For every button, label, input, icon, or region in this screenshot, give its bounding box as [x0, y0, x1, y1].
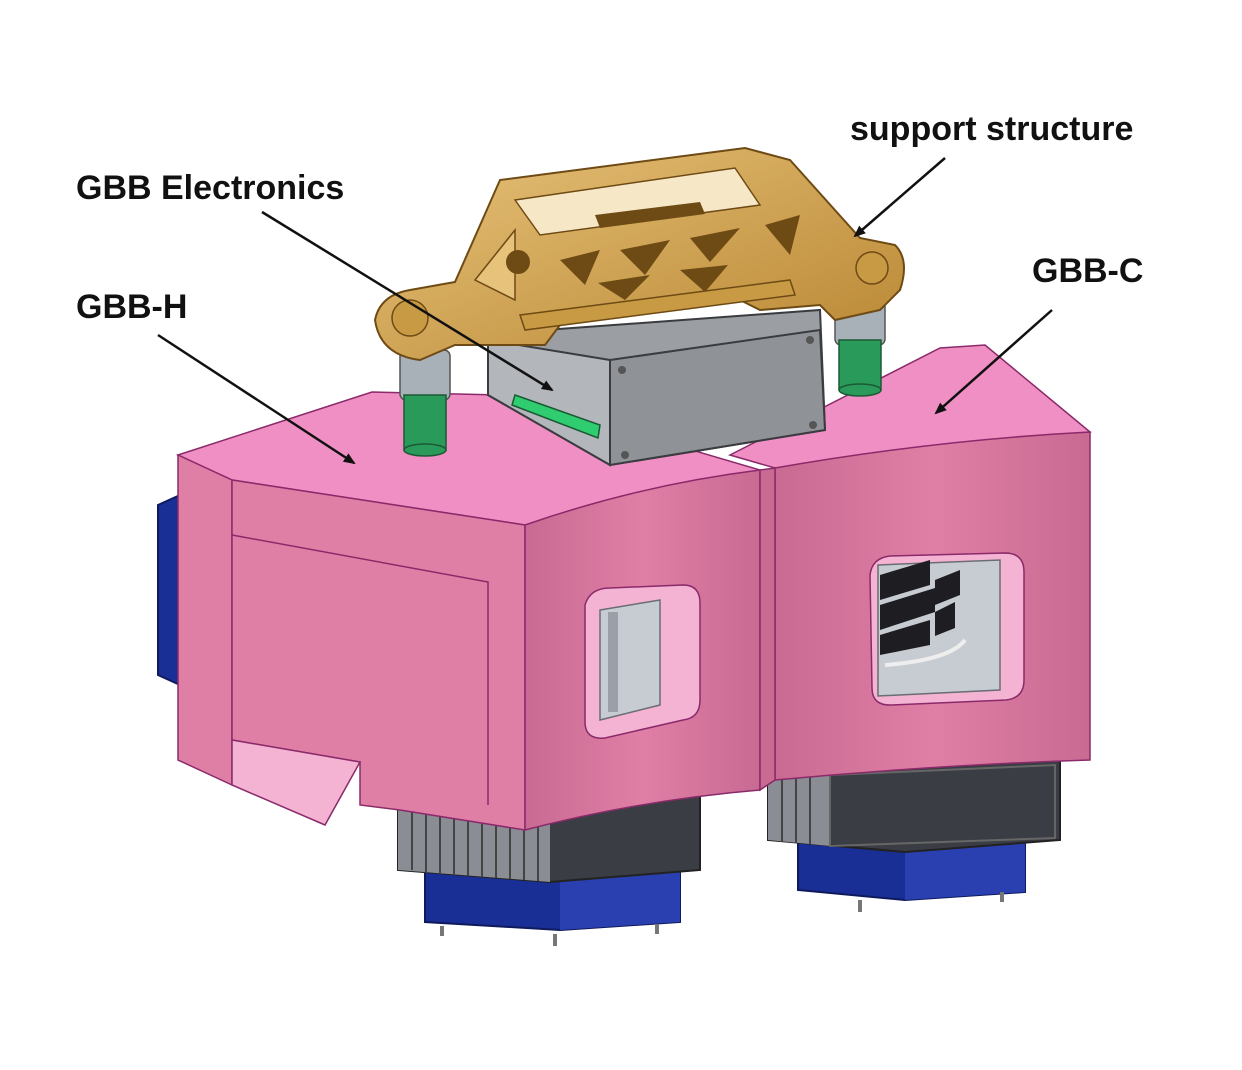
arrow-gbb-h — [157, 333, 356, 465]
gbb-electronics-box — [487, 308, 827, 467]
arrow-gbb-electronics — [261, 210, 554, 392]
label-support-structure: support structure — [850, 110, 1134, 148]
gbb-c-heatsink — [767, 758, 1061, 854]
gbb-h-housing — [175, 391, 763, 831]
gbb-c-housing — [727, 344, 1092, 792]
label-gbb-c: GBB-C — [1032, 252, 1144, 290]
arrow-gbb-c — [934, 309, 1053, 415]
gbb-h-tube — [399, 349, 451, 457]
support-frame — [373, 146, 905, 362]
side-panel-blue — [157, 493, 181, 687]
label-gbb-electronics: GBB Electronics — [76, 169, 345, 207]
label-gbb-h: GBB-H — [76, 288, 188, 326]
arrow-support-structure — [853, 157, 946, 238]
